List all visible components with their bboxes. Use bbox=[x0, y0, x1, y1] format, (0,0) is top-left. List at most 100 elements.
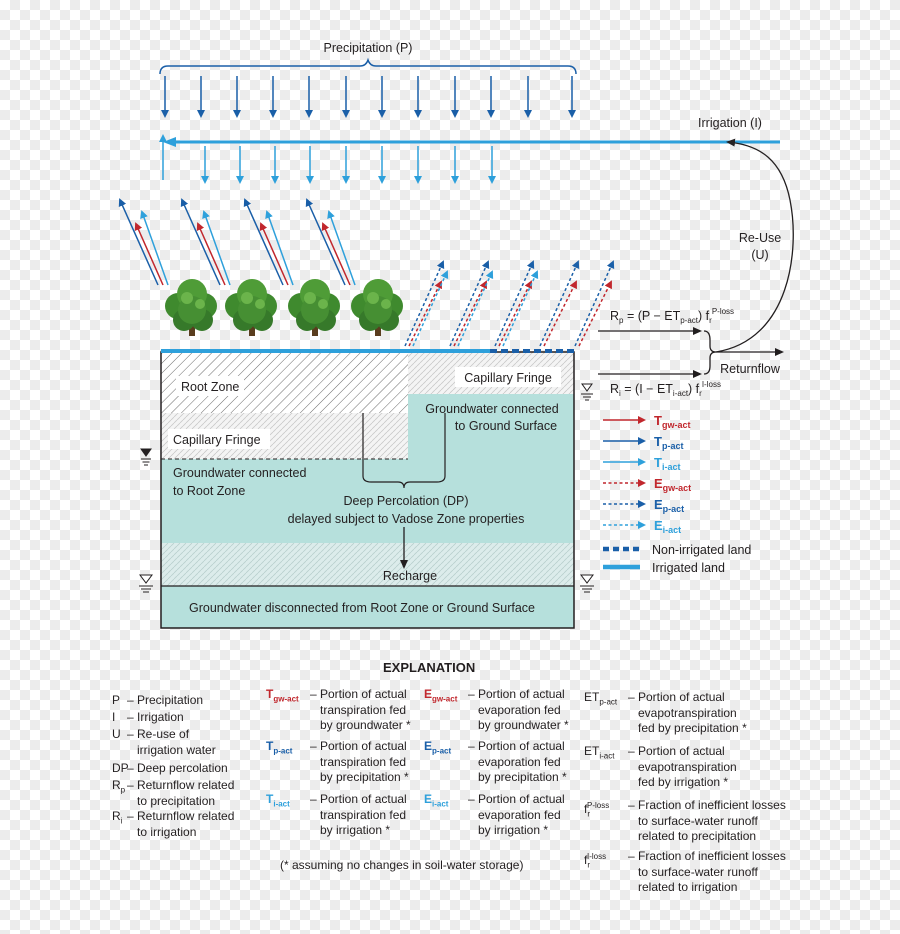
transpiration-arrow-i bbox=[140, 210, 169, 286]
legend-land: Non-irrigated land Irrigated land bbox=[603, 543, 751, 575]
legend-label: Tgw-act bbox=[654, 413, 690, 430]
deep-percolation-label-1: Deep Percolation (DP) bbox=[343, 494, 468, 508]
reuse-label-u: (U) bbox=[751, 248, 768, 262]
explanation-description: Portion of actual evaporation fed by gro… bbox=[478, 687, 569, 732]
transpiration-arrow-p bbox=[243, 198, 284, 286]
legend-label: Ep-act bbox=[654, 497, 684, 514]
explanation-dash: – bbox=[310, 687, 317, 701]
transpiration-arrow-gw bbox=[259, 222, 289, 286]
precipitation-label: Precipitation (P) bbox=[324, 41, 413, 55]
gw-root-label-1: Groundwater connected bbox=[173, 466, 306, 480]
explanation-dash: – bbox=[468, 687, 475, 701]
explanation-dash: – bbox=[628, 744, 635, 758]
explanation-symbol: frI-loss bbox=[584, 852, 607, 870]
water-table-icon bbox=[139, 574, 153, 584]
explanation-description: Portion of actual transpiration fed by p… bbox=[320, 739, 409, 784]
tree-icon bbox=[165, 279, 217, 336]
explanation-dash: – bbox=[468, 739, 475, 753]
legend-label: Tp-act bbox=[654, 434, 683, 451]
evaporation-arrow-i bbox=[412, 270, 449, 347]
transpiration-arrow-i bbox=[202, 210, 231, 286]
water-table-symbols bbox=[139, 383, 594, 593]
transpiration-arrow-p bbox=[305, 198, 346, 286]
water-table-icon bbox=[140, 448, 152, 457]
transpiration-arrow-gw bbox=[134, 222, 164, 286]
returnflow-arrows bbox=[598, 138, 794, 378]
explanation-dash: – bbox=[127, 710, 134, 724]
explanation-symbol: Ei-act bbox=[424, 792, 449, 809]
explanation-symbol: Tp-act bbox=[266, 739, 293, 756]
evaporation-arrow-gw bbox=[498, 280, 532, 347]
explanation-symbol: I bbox=[112, 710, 116, 724]
footnote: (* assuming no changes in soil-water sto… bbox=[280, 858, 524, 872]
recharge-zone-area bbox=[161, 543, 574, 586]
evaporation-arrow-p bbox=[404, 260, 445, 347]
explanation-description: Portion of actual transpiration fed by g… bbox=[320, 687, 411, 732]
explanation-description: Re-use of irrigation water bbox=[137, 727, 216, 757]
precipitation-brace bbox=[159, 57, 577, 75]
explanation-description: Portion of actual evapotranspiration fed… bbox=[638, 690, 747, 735]
explanation-symbol: Tgw-act bbox=[266, 687, 299, 704]
explanation-dash: – bbox=[127, 693, 134, 707]
tree-icon bbox=[351, 279, 403, 336]
explanation-symbol: Rp bbox=[112, 778, 126, 795]
reuse-label: Re-Use bbox=[739, 231, 781, 245]
gw-ground-label-2: to Ground Surface bbox=[455, 419, 557, 433]
transpiration-arrow-gw bbox=[321, 222, 351, 286]
explanation-description: Irrigation bbox=[137, 710, 184, 724]
explanation-dash: – bbox=[127, 809, 134, 823]
explanation-description: Precipitation bbox=[137, 693, 204, 707]
returnflow-label: Returnflow bbox=[720, 362, 781, 376]
gw-root-label-2: to Root Zone bbox=[173, 484, 245, 498]
explanation-description: Portion of actual evapotranspiration fed… bbox=[638, 744, 737, 789]
evaporation-arrow-gw bbox=[453, 280, 487, 347]
explanation-description: Returnflow related to precipitation bbox=[137, 778, 235, 808]
root-zone-label: Root Zone bbox=[181, 380, 239, 394]
ri-equation: Ri = (I − ETi-act) frI-loss bbox=[610, 380, 721, 398]
evaporation-arrow-p bbox=[574, 260, 615, 347]
explanation-symbol: ETp-act bbox=[584, 690, 618, 707]
non-irrigated-label: Non-irrigated land bbox=[652, 543, 751, 557]
evaporation-arrow-p bbox=[539, 260, 580, 347]
irrigated-label: Irrigated land bbox=[652, 561, 725, 575]
explanation-symbol: Ti-act bbox=[266, 792, 290, 809]
water-table-icon bbox=[581, 383, 593, 392]
explanation-symbol: Egw-act bbox=[424, 687, 458, 704]
reuse-arrow bbox=[715, 138, 794, 353]
explanation-symbol: DP bbox=[112, 761, 129, 775]
capillary-fringe-left-label: Capillary Fringe bbox=[173, 433, 261, 447]
explanation-symbol: Ep-act bbox=[424, 739, 452, 756]
explanation-symbol: U bbox=[112, 727, 121, 741]
evaporation-arrow-i bbox=[457, 270, 494, 347]
recharge-label: Recharge bbox=[383, 569, 437, 583]
trees bbox=[165, 279, 403, 336]
gw-disconnected-label: Groundwater disconnected from Root Zone … bbox=[189, 601, 535, 615]
explanation-description: Returnflow related to irrigation bbox=[137, 809, 235, 839]
legend-label: Ei-act bbox=[654, 518, 681, 535]
transpiration-arrow-i bbox=[327, 210, 356, 286]
explanation-description: Portion of actual evaporation fed by pre… bbox=[478, 739, 567, 784]
explanation-dash: – bbox=[127, 727, 134, 741]
evaporation-arrow-gw bbox=[543, 280, 577, 347]
explanation-symbol: frP-loss bbox=[584, 801, 610, 819]
rp-equation: Rp = (P − ETp-act) frP-loss bbox=[610, 307, 734, 325]
evaporation-arrow-gw bbox=[578, 280, 612, 347]
irrigation-label: Irrigation (I) bbox=[698, 116, 762, 130]
groundwater-area bbox=[161, 394, 574, 543]
evaporation-arrow-p bbox=[449, 260, 490, 347]
explanation-dash: – bbox=[468, 792, 475, 806]
explanation-symbol: ETi-act bbox=[584, 744, 615, 761]
explanation-symbol: Ri bbox=[112, 809, 123, 826]
explanation-dash: – bbox=[628, 798, 635, 812]
tree-icon bbox=[288, 279, 340, 336]
gw-ground-label-1: Groundwater connected bbox=[425, 402, 558, 416]
explanation-description: Fraction of inefficient losses to surfac… bbox=[638, 849, 786, 894]
water-table-icon bbox=[580, 574, 594, 584]
explanation-dash: – bbox=[628, 849, 635, 863]
deep-percolation-label-2: delayed subject to Vadose Zone propertie… bbox=[288, 512, 525, 526]
capillary-fringe-right-label: Capillary Fringe bbox=[464, 371, 552, 385]
evaporation-arrow-gw bbox=[408, 280, 442, 347]
explanation-description: Fraction of inefficient losses to surfac… bbox=[638, 798, 786, 843]
explanation-dash: – bbox=[310, 792, 317, 806]
